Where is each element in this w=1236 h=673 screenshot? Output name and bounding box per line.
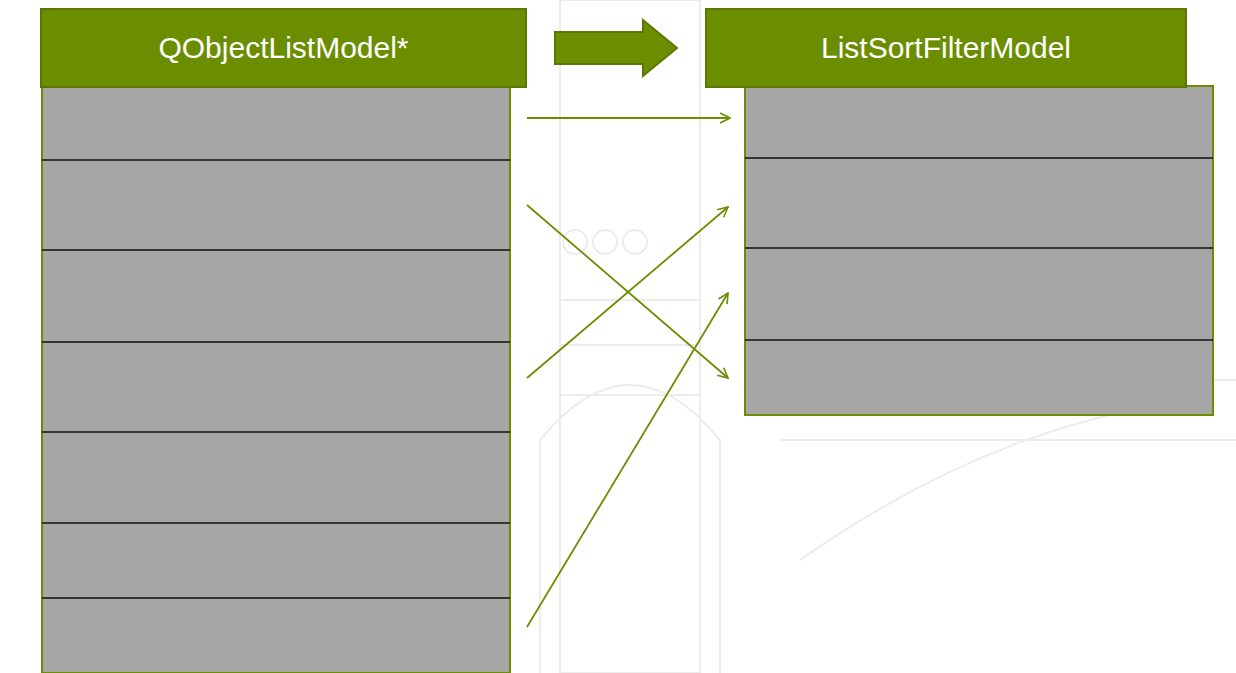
mapping-arrow [527,293,728,627]
mapping-arrow [527,117,730,119]
watermark [540,0,1236,673]
source-column [42,86,510,673]
header-label: ListSortFilterModel [807,31,1085,65]
row-mapping-arrows [527,118,730,627]
mapping-arrow [527,205,728,378]
source-rows [42,86,510,673]
header-label: QObjectListModel* [144,31,422,65]
proxy-column [745,86,1213,415]
proxy-rows [745,86,1213,415]
row-dividers [42,160,510,598]
model-header: ListSortFilterModel [705,8,1187,88]
mapping-arrow [527,207,728,378]
row-dividers [745,158,1213,340]
model-header: QObjectListModel* [40,8,527,88]
block-arrow [555,20,677,76]
